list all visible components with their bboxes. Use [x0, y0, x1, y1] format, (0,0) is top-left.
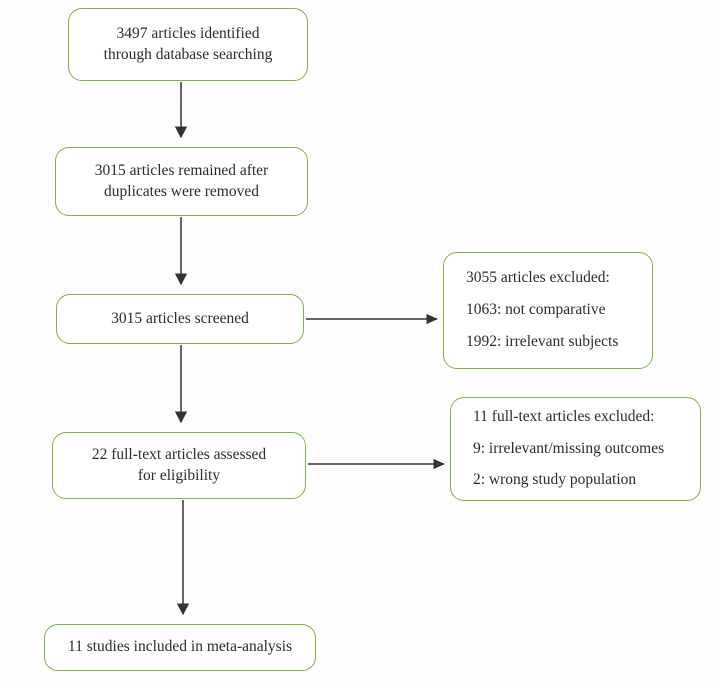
node-articles-after-duplicates-removed: 3015 articles remained after duplicates …	[55, 147, 308, 216]
node-fulltext-articles-assessed: 22 full-text articles assessed for eligi…	[52, 432, 306, 499]
node-studies-included: 11 studies included in meta-analysis	[44, 624, 316, 671]
node-articles-identified: 3497 articles identified through databas…	[68, 8, 308, 81]
node-fulltext-articles-excluded: 11 full-text articles excluded: 9: irrel…	[450, 397, 701, 501]
node-line: 11 studies included in meta-analysis	[67, 638, 293, 656]
node-line: 1063: not comparative	[466, 301, 606, 319]
node-line: 3055 articles excluded:	[466, 269, 610, 287]
node-line: 3015 articles screened	[111, 309, 249, 327]
node-line: 22 full-text articles assessed	[91, 445, 267, 463]
node-line: 3015 articles remained after	[94, 161, 269, 179]
node-line: for eligibility	[137, 466, 221, 484]
node-line: 11 full-text articles excluded:	[473, 407, 655, 425]
node-line: 3497 articles identified	[116, 24, 260, 42]
node-articles-excluded-screening: 3055 articles excluded: 1063: not compar…	[443, 252, 653, 369]
node-line: 2: wrong study population	[473, 471, 637, 489]
node-line: 1992: irrelevant subjects	[466, 332, 619, 350]
node-line: 9: irrelevant/missing outcomes	[473, 439, 665, 457]
node-line: duplicates were removed	[104, 182, 259, 200]
node-articles-screened: 3015 articles screened	[56, 294, 304, 344]
node-line: through database searching	[103, 45, 273, 63]
